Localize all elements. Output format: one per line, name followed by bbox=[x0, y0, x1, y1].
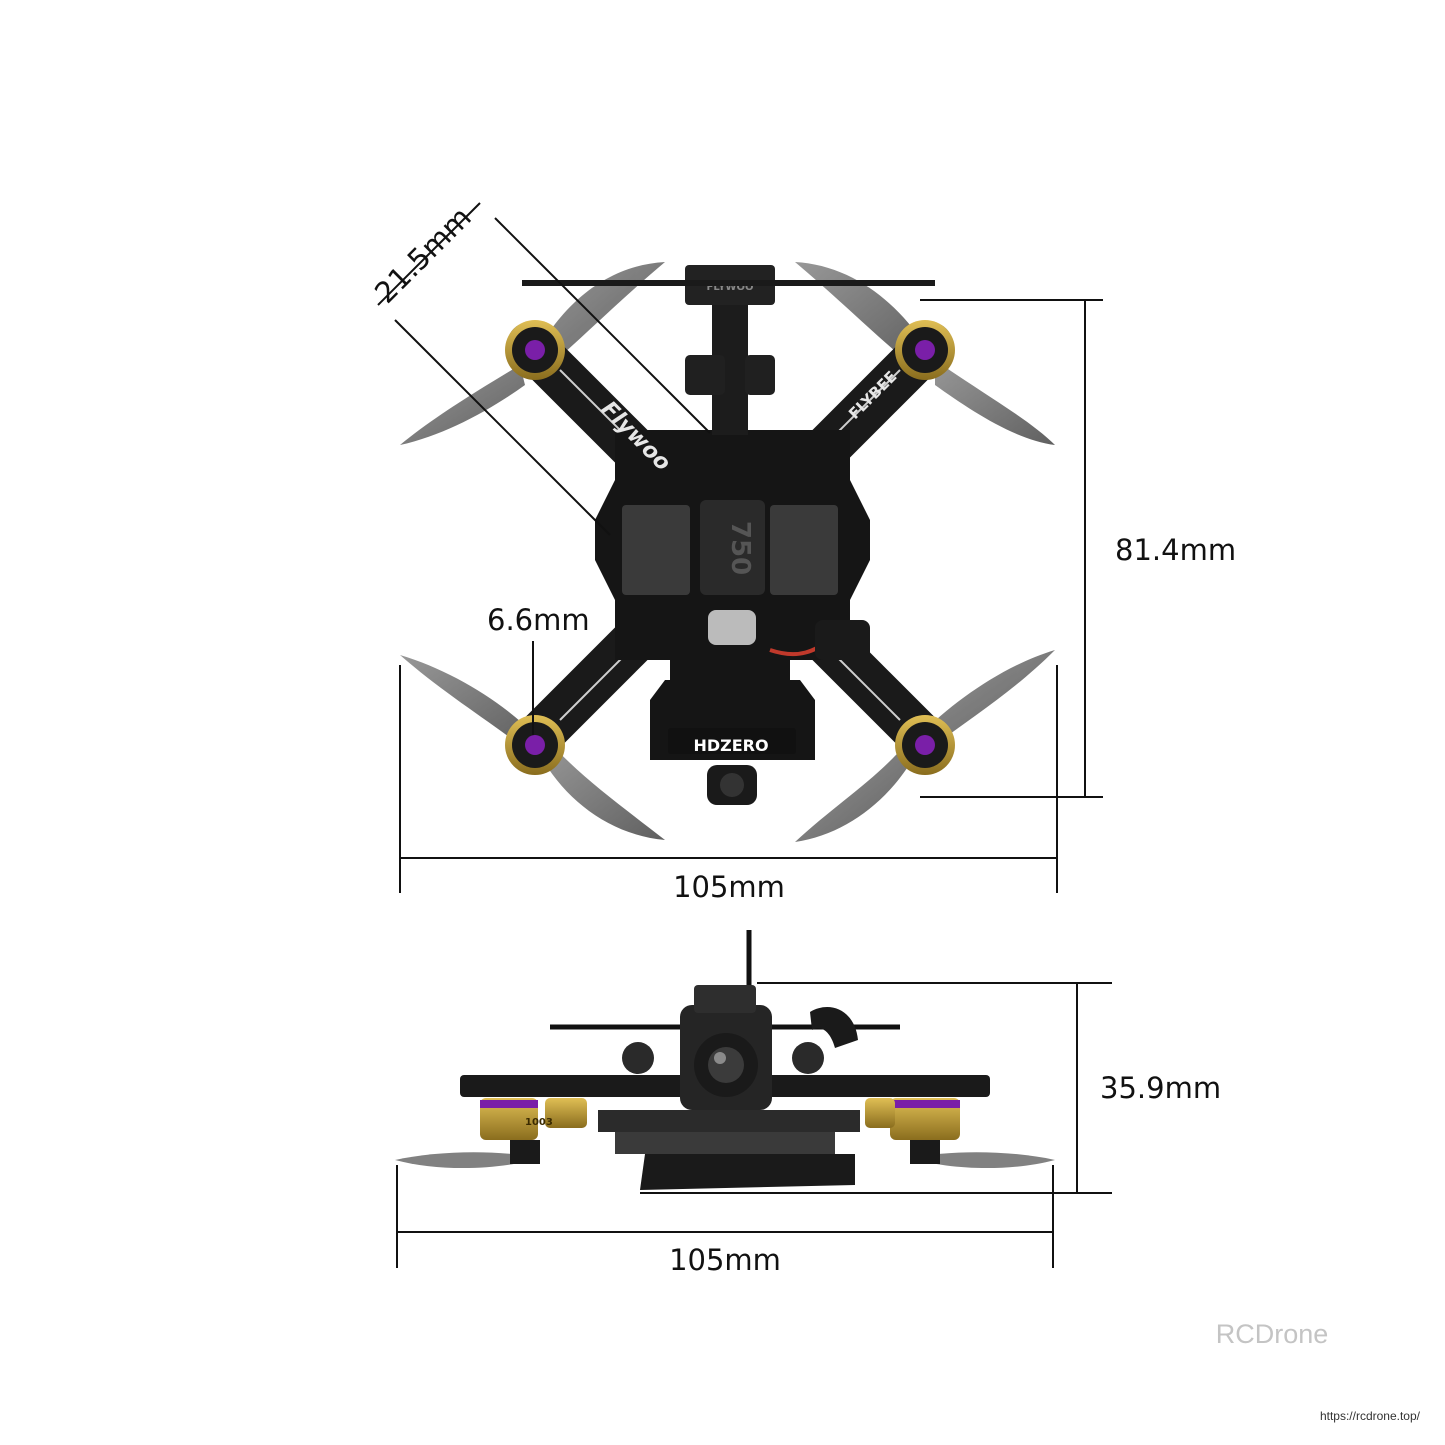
antenna-mount: FLYWOO bbox=[522, 265, 935, 435]
xt30-connector bbox=[815, 620, 870, 660]
dimension-width-side: 105mm bbox=[396, 1165, 1054, 1277]
motor-label: 1003 bbox=[525, 1117, 553, 1128]
motor-front-left bbox=[505, 320, 565, 380]
top-view-drone: 750 FLYWOO HDZERO Flywoo FLYBEE bbox=[400, 262, 1055, 842]
right-stack bbox=[770, 505, 838, 595]
dim-label-width-top: 105mm bbox=[673, 870, 785, 904]
dim-label-motor-size: 6.6mm bbox=[487, 603, 590, 637]
motor-cap-icon bbox=[915, 735, 935, 755]
svg-text:FLYWOO: FLYWOO bbox=[707, 282, 754, 293]
dim-label-width-side: 105mm bbox=[669, 1243, 781, 1277]
battery-label: 750 bbox=[725, 521, 755, 575]
usb-port bbox=[708, 610, 756, 645]
motor-cap-icon bbox=[525, 340, 545, 360]
left-stack bbox=[622, 505, 690, 595]
motors-side: 1003 bbox=[480, 1098, 960, 1164]
dim-label-height-top: 81.4mm bbox=[1115, 533, 1236, 567]
battery-pad bbox=[700, 500, 765, 595]
motor-side-left bbox=[480, 1098, 538, 1140]
motors-top bbox=[505, 320, 955, 775]
motor-front-right bbox=[895, 320, 955, 380]
motor-rear-left bbox=[505, 715, 565, 775]
dimension-height-side: 35.9mm bbox=[640, 982, 1221, 1194]
camera-module: HDZERO bbox=[650, 680, 815, 805]
propellers-top bbox=[400, 262, 1055, 842]
motor-cap-icon bbox=[915, 340, 935, 360]
frame-body: 750 bbox=[595, 430, 870, 720]
propellers-side bbox=[395, 1152, 1055, 1169]
dimension-height-top: 81.4mm bbox=[920, 299, 1236, 798]
watermark-url[interactable]: https://rcdrone.top/ bbox=[1320, 1409, 1421, 1423]
dim-label-height-side: 35.9mm bbox=[1100, 1071, 1221, 1105]
motor-side-right bbox=[890, 1098, 960, 1140]
dimension-width-top: 105mm bbox=[399, 665, 1058, 904]
side-view-drone: 1003 bbox=[395, 930, 1055, 1190]
camera-brand: HDZERO bbox=[693, 736, 768, 755]
dim-label-motor-to-motor: 21.5mm bbox=[368, 200, 478, 310]
motor-rear-right bbox=[895, 715, 955, 775]
motor-cap-icon bbox=[525, 735, 545, 755]
watermark-text: RCDrone bbox=[1216, 1319, 1329, 1349]
dimension-motor-size: 6.6mm bbox=[487, 603, 590, 735]
